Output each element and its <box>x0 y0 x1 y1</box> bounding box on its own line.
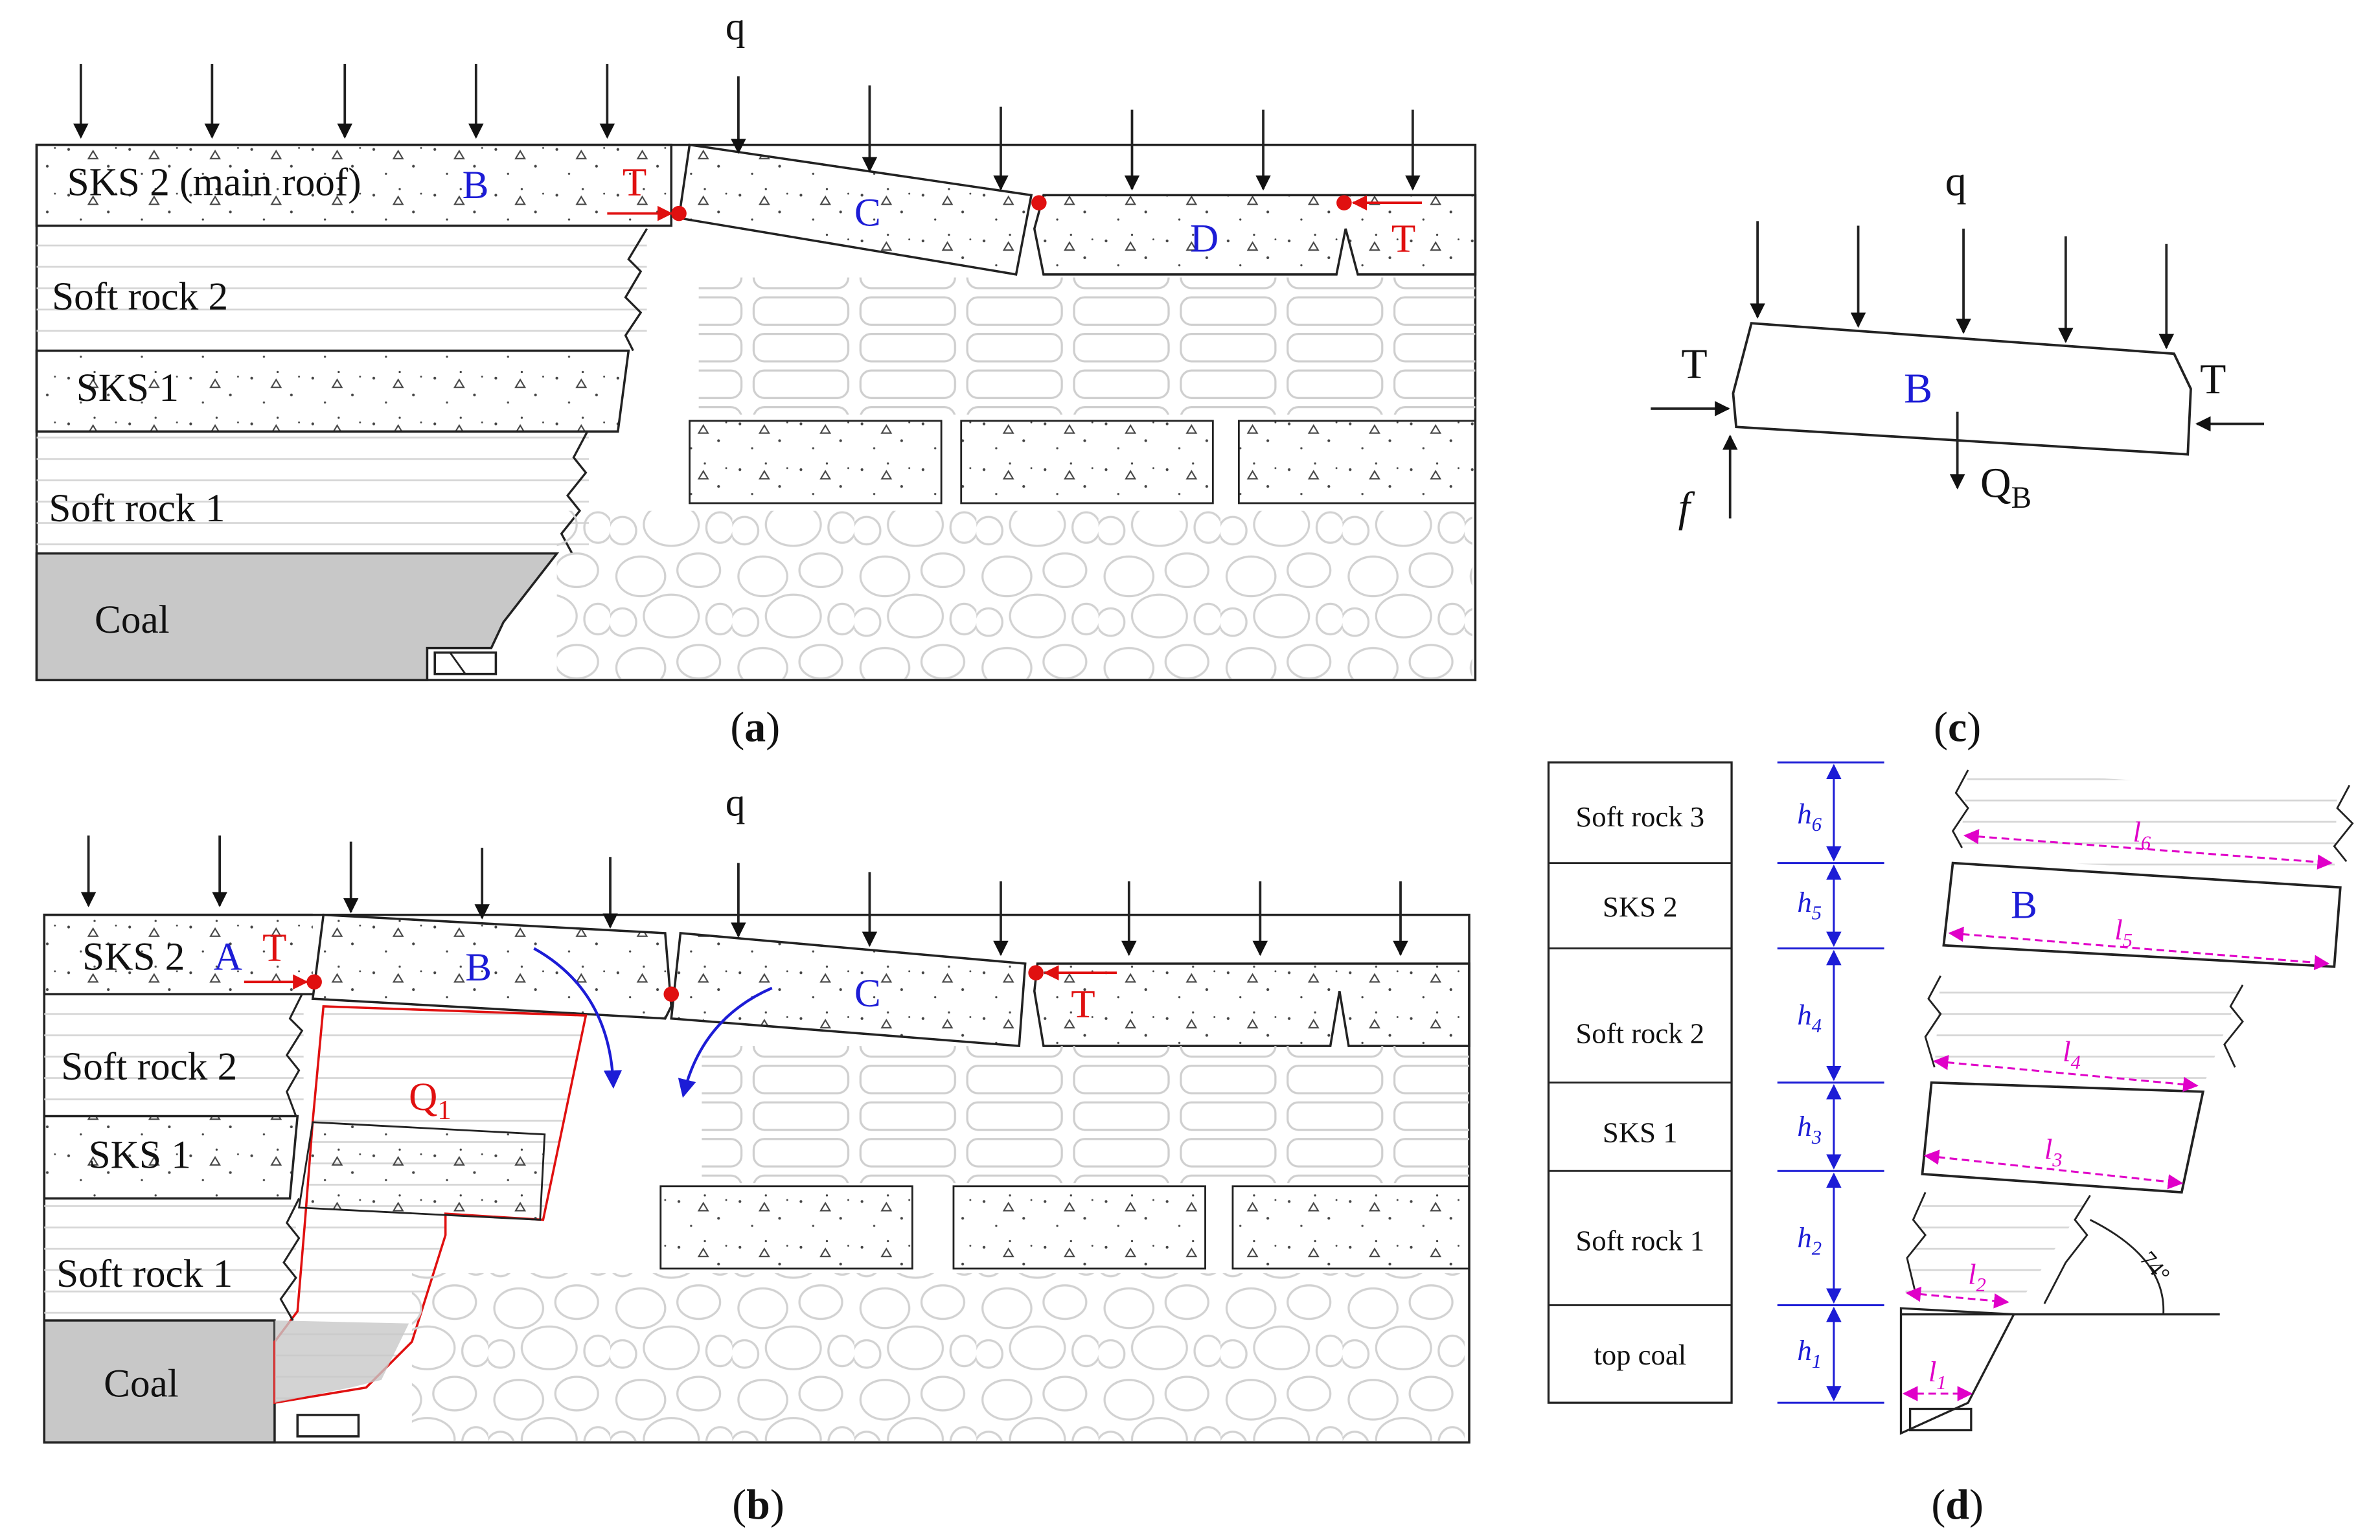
hydraulic-support-icon <box>1908 1407 1973 1432</box>
height-h4: h4 <box>1797 999 1822 1037</box>
angle-arc <box>2089 1219 2165 1315</box>
force-t-left: T <box>262 925 286 969</box>
load-arrows <box>73 63 1421 191</box>
block-b-shape <box>1732 322 2192 456</box>
block-c-label: C <box>854 190 881 234</box>
panel-a: q T T SKS 2 (main roof) Soft rock 2 SKS … <box>35 5 1477 751</box>
length-l2: l2 <box>1968 1258 1986 1296</box>
layer-sks1: SKS 1 <box>89 1133 191 1177</box>
layer-soft-rock-1: Soft rock 1 <box>49 486 225 530</box>
height-h3: h3 <box>1797 1110 1822 1148</box>
layer-soft-rock-1: Soft rock 1 <box>56 1252 233 1296</box>
block-c-label: C <box>854 971 881 1015</box>
length-dimensions <box>1902 829 2333 1401</box>
hinge-point <box>671 205 687 221</box>
weight-qb-label: QB <box>1980 460 2031 515</box>
block-b-label: B <box>465 946 492 990</box>
load-label: q <box>726 781 746 825</box>
load-label: q <box>726 5 746 49</box>
hinge-point <box>1031 195 1047 210</box>
length-l1: l1 <box>1928 1355 1947 1394</box>
angle-label: 74° <box>2135 1247 2175 1287</box>
force-t-left: T <box>623 160 646 204</box>
height-h5: h5 <box>1797 886 1822 924</box>
force-t-right: T <box>1391 216 1415 260</box>
block-a-label: A <box>214 934 242 979</box>
layer-soft-rock-2: Soft rock 2 <box>61 1045 237 1089</box>
layer-coal: Coal <box>95 598 170 642</box>
layer-sks1: SKS 1 <box>1603 1116 1678 1148</box>
layer-soft-rock-3: Soft rock 3 <box>1575 800 1704 833</box>
height-h1: h1 <box>1797 1334 1822 1372</box>
force-t-right: T <box>1071 982 1095 1026</box>
load-label: q <box>1945 157 1967 205</box>
length-l3: l3 <box>2044 1133 2063 1171</box>
panel-d: Soft rock 3 SKS 2 Soft rock 2 SKS 1 Soft… <box>1547 761 2354 1528</box>
layer-soft-rock-2: Soft rock 2 <box>1575 1017 1704 1049</box>
force-t-right: T <box>2200 356 2226 403</box>
hydraulic-support-icon <box>296 1414 360 1438</box>
force-t-left: T <box>1681 341 1707 388</box>
layer-sks2: SKS 2 <box>1603 890 1678 923</box>
hydraulic-support-icon <box>433 651 498 675</box>
load-arrows <box>80 835 1408 957</box>
block-b-label: B <box>2011 883 2037 927</box>
panel-c: q T T f QB B (c) <box>1651 157 2265 751</box>
length-l4: l4 <box>2063 1036 2081 1074</box>
layer-sks2: SKS 2 (main roof) <box>67 160 361 204</box>
length-l6: l6 <box>2133 816 2151 854</box>
caption-a: (a) <box>730 703 780 751</box>
block-b-label: B <box>1904 365 1932 413</box>
caption-b: (b) <box>732 1481 784 1528</box>
panel-b: q T T SKS 2 Soft rock 2 SKS 1 Soft rock … <box>43 781 1470 1528</box>
layer-sks2: SKS 2 <box>82 934 185 979</box>
block-d-label: D <box>1190 216 1219 260</box>
caption-c: (c) <box>1934 703 1981 751</box>
height-h6: h6 <box>1797 797 1822 835</box>
height-dimensions <box>1777 761 1884 1404</box>
layer-coal: Coal <box>104 1362 179 1406</box>
layer-soft-rock-1: Soft rock 1 <box>1575 1225 1704 1257</box>
layer-soft-rock-2: Soft rock 2 <box>52 275 228 319</box>
caption-d: (d) <box>1931 1481 1984 1528</box>
layer-sks1: SKS 1 <box>76 366 179 410</box>
length-l5: l5 <box>2114 913 2133 951</box>
weight-q1-label: Q1 <box>409 1075 451 1126</box>
hinge-point <box>1336 195 1352 210</box>
block-b-label: B <box>463 163 489 207</box>
friction-label: f <box>1678 484 1695 531</box>
layer-top-coal: top coal <box>1594 1339 1686 1371</box>
height-h2: h2 <box>1797 1221 1822 1260</box>
